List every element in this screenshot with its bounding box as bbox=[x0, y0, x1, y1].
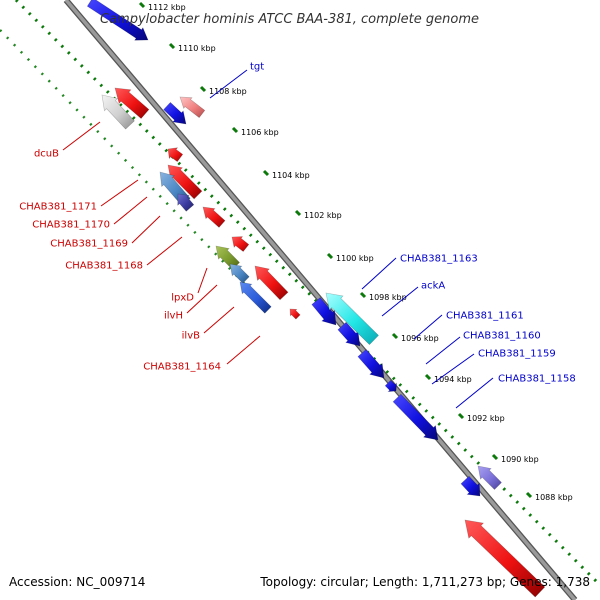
kbp-tick-label: 1102 kbp bbox=[304, 211, 342, 220]
gene-label-forward: CHAB381_1158 bbox=[498, 374, 576, 385]
leader-line-forward bbox=[209, 69, 248, 99]
kbp-tick-mark bbox=[424, 373, 432, 381]
label-leaders bbox=[62, 69, 494, 409]
gene-label-reverse: CHAB381_1169 bbox=[50, 239, 128, 250]
kbp-tick-label: 1090 kbp bbox=[501, 455, 539, 464]
leader-line-forward bbox=[361, 257, 397, 290]
gene-label-reverse: CHAB381_1168 bbox=[65, 261, 143, 272]
gene-reverse bbox=[464, 519, 546, 598]
accession-text: Accession: NC_009714 bbox=[9, 575, 145, 589]
leader-line-forward bbox=[381, 286, 419, 317]
kbp-tick-label: 1094 kbp bbox=[434, 375, 472, 384]
gene-forward bbox=[460, 475, 481, 497]
gene-reverse bbox=[239, 281, 272, 314]
leader-line-reverse bbox=[113, 196, 148, 225]
leader-line-forward bbox=[425, 336, 461, 365]
kbp-tick-label: 1098 kbp bbox=[369, 293, 407, 302]
kbp-tick-mark bbox=[491, 453, 499, 461]
gene-label-forward: CHAB381_1161 bbox=[446, 311, 524, 322]
leader-line-reverse bbox=[62, 121, 101, 151]
gene-label-reverse: ilvB bbox=[182, 331, 200, 342]
kbp-tick-label: 1106 kbp bbox=[241, 128, 279, 137]
gene-reverse bbox=[254, 265, 289, 301]
leader-line-forward bbox=[455, 377, 494, 409]
gene-label-reverse: CHAB381_1170 bbox=[32, 220, 110, 231]
gene-label-forward: tgt bbox=[250, 62, 264, 73]
gene-forward bbox=[384, 379, 397, 392]
gene-label-reverse: dcuB bbox=[34, 149, 59, 160]
leader-line-forward bbox=[431, 353, 475, 385]
leader-line-reverse bbox=[197, 267, 208, 294]
gene-reverse bbox=[215, 245, 240, 270]
leader-line-forward bbox=[413, 314, 443, 340]
gene-forward bbox=[311, 297, 337, 326]
gene-forward bbox=[337, 321, 361, 347]
kbp-scale-ring: 1112 kbp 1110 kbp 1108 kbp 1106 kbp 1104 kbp… bbox=[0, 0, 600, 587]
kbp-tick-mark bbox=[168, 42, 176, 50]
kbp-tick-mark bbox=[457, 412, 465, 420]
leader-line-reverse bbox=[226, 335, 261, 365]
gene-forward bbox=[325, 292, 379, 346]
kbp-tick-mark bbox=[525, 491, 533, 499]
gene-label-reverse: ilvH bbox=[164, 311, 183, 322]
gene-reverse bbox=[177, 193, 195, 212]
gene-reverse bbox=[101, 94, 135, 130]
kbp-tick-label: 1088 kbp bbox=[535, 493, 573, 502]
gene-reverse bbox=[167, 164, 203, 200]
gene-label-forward: CHAB381_1163 bbox=[400, 254, 478, 265]
kbp-tick-label: 1104 kbp bbox=[272, 171, 310, 180]
kbp-tick-mark bbox=[326, 252, 334, 260]
leader-line-reverse bbox=[203, 306, 235, 334]
gene-label-reverse: CHAB381_1164 bbox=[143, 362, 221, 373]
leader-line-reverse bbox=[186, 284, 218, 314]
kbp-tick-mark bbox=[294, 209, 302, 217]
gene-label-forward: CHAB381_1159 bbox=[478, 349, 556, 360]
gene-label-forward: CHAB381_1160 bbox=[463, 331, 541, 342]
kbp-tick-label: 1108 kbp bbox=[209, 87, 247, 96]
gene-reverse bbox=[231, 236, 250, 252]
gene-forward bbox=[163, 101, 187, 125]
gene-reverse bbox=[114, 87, 150, 119]
leader-line-reverse bbox=[146, 236, 183, 266]
leader-line-reverse bbox=[131, 215, 161, 244]
gene-forward bbox=[392, 393, 439, 441]
kbp-tick-label: 1100 kbp bbox=[336, 254, 374, 263]
kbp-tick-mark bbox=[199, 85, 207, 93]
kbp-tick-label: 1096 kbp bbox=[401, 334, 439, 343]
kbp-tick-label: 1112 kbp bbox=[148, 3, 186, 12]
gene-forward bbox=[179, 96, 206, 119]
kbp-tick-mark bbox=[262, 169, 270, 177]
gene-reverse bbox=[289, 308, 301, 320]
gene-forward bbox=[86, 0, 149, 41]
gene-reverse bbox=[167, 147, 184, 163]
kbp-tick-mark bbox=[231, 126, 239, 134]
gene-reverse bbox=[229, 263, 250, 284]
gene-label-forward: ackA bbox=[421, 281, 445, 292]
kbp-tick-mark bbox=[391, 332, 399, 340]
topology-text: Topology: circular; Length: 1,711,273 bp… bbox=[259, 575, 590, 589]
gene-forward bbox=[477, 465, 502, 490]
kbp-tick-label: 1110 kbp bbox=[178, 44, 216, 53]
gene-labels: tgtCHAB381_1163ackACHAB381_1161CHAB381_1… bbox=[19, 62, 576, 385]
leader-line-reverse bbox=[100, 179, 139, 207]
kbp-tick-label: 1092 kbp bbox=[467, 414, 505, 423]
gene-label-reverse: CHAB381_1171 bbox=[19, 202, 97, 213]
kbp-tick-mark bbox=[138, 1, 146, 9]
gene-reverse bbox=[202, 206, 226, 228]
gene-features bbox=[86, 0, 546, 598]
kbp-tick-mark bbox=[359, 291, 367, 299]
gene-forward bbox=[357, 348, 385, 379]
gene-label-reverse: lpxD bbox=[171, 293, 194, 304]
map-title: Campylobacter hominis ATCC BAA-381, comp… bbox=[100, 12, 479, 27]
